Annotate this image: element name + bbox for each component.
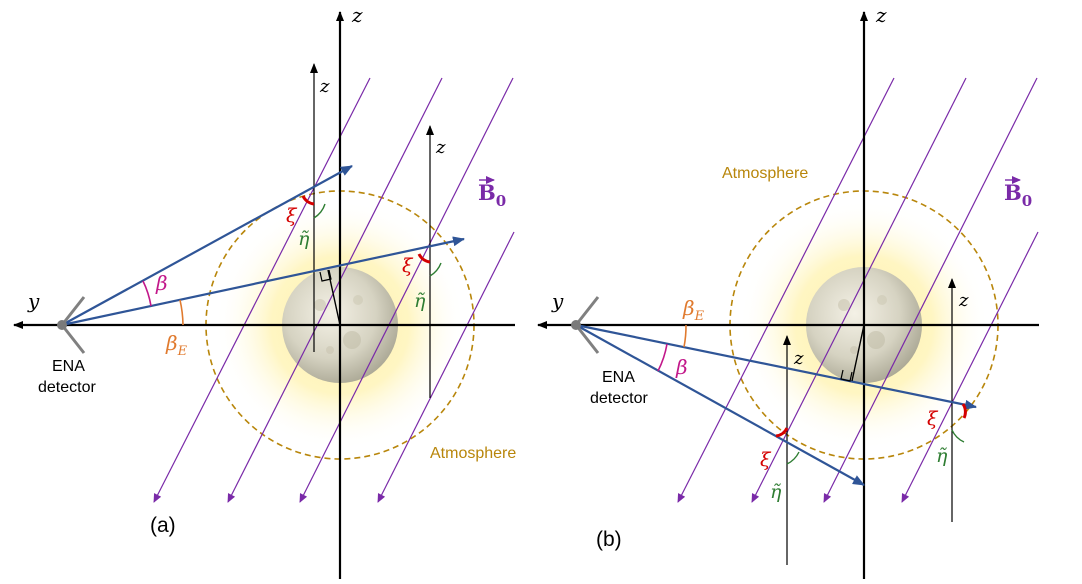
eta-label: η̃ xyxy=(298,228,310,250)
eta-arc xyxy=(786,451,800,465)
field-line xyxy=(153,77,371,503)
xi-arc xyxy=(961,403,967,419)
panel-label: (a) xyxy=(150,514,176,537)
ena-detector xyxy=(57,296,86,354)
z-axis-label: z xyxy=(351,3,363,27)
beta-e-label: βE xyxy=(165,331,188,359)
field-line xyxy=(677,77,895,503)
xi-label: ξ xyxy=(927,408,939,430)
xi-arc xyxy=(775,427,789,438)
magnetic-field-lines xyxy=(153,77,515,503)
y-axis-label: y xyxy=(551,289,564,313)
sightline-lower xyxy=(61,236,465,327)
eta-label: η̃ xyxy=(936,445,948,467)
z-axis-label: z xyxy=(875,3,887,27)
xi-arc xyxy=(417,253,431,264)
panel-label: (b) xyxy=(596,528,622,551)
y-axis-label: y xyxy=(27,289,40,313)
local-z-label: z xyxy=(793,348,804,369)
field-line xyxy=(299,77,514,503)
beta-arc xyxy=(142,280,152,307)
perpendicular-line xyxy=(851,324,865,382)
panel-a: y z z z ENA detector β βE ξ η̃ ξ xyxy=(13,3,516,579)
right-angle-marker xyxy=(319,269,332,282)
detector-label-line1: ENA xyxy=(52,358,85,375)
detector-label-line2: detector xyxy=(590,390,648,407)
detector-label-line1: ENA xyxy=(602,369,635,386)
field-line xyxy=(901,231,1039,503)
eta-arc xyxy=(951,429,965,443)
beta-label: β xyxy=(155,271,168,295)
right-angle-marker xyxy=(840,369,853,382)
beta-e-arc xyxy=(179,299,184,326)
field-line xyxy=(227,77,443,503)
xi-arc xyxy=(301,195,315,206)
magnetic-field-lines xyxy=(677,77,1039,503)
field-line xyxy=(751,77,967,503)
atmosphere-label: Atmosphere xyxy=(722,165,808,182)
ena-detector xyxy=(571,296,600,354)
beta-e-label: βE xyxy=(682,296,705,324)
local-z-label: z xyxy=(435,137,446,158)
eta-arc xyxy=(429,262,442,277)
detector-label-line2: detector xyxy=(38,379,96,396)
sightline-lower xyxy=(575,324,865,486)
field-line xyxy=(377,231,515,503)
eta-label: η̃ xyxy=(770,481,782,503)
beta-e-arc xyxy=(683,324,687,348)
eta-label: η̃ xyxy=(414,290,426,312)
local-z-label: z xyxy=(319,76,330,97)
eta-arc xyxy=(313,203,326,219)
sightline-upper xyxy=(61,165,353,326)
local-z-label: z xyxy=(958,290,969,311)
sightline-upper xyxy=(575,323,977,410)
beta-label: β xyxy=(675,355,688,379)
atmosphere-label: Atmosphere xyxy=(430,445,516,462)
field-label: B0 xyxy=(1004,180,1032,210)
beta-arc xyxy=(657,343,668,372)
xi-label: ξ xyxy=(402,255,414,277)
panel-b: y z z z ENA detector βE β ξ η̃ ξ η̃ B0 A… xyxy=(537,3,1039,579)
xi-label: ξ xyxy=(760,449,772,471)
field-line xyxy=(823,77,1038,503)
field-label: B0 xyxy=(478,180,506,210)
xi-label: ξ xyxy=(286,205,298,227)
